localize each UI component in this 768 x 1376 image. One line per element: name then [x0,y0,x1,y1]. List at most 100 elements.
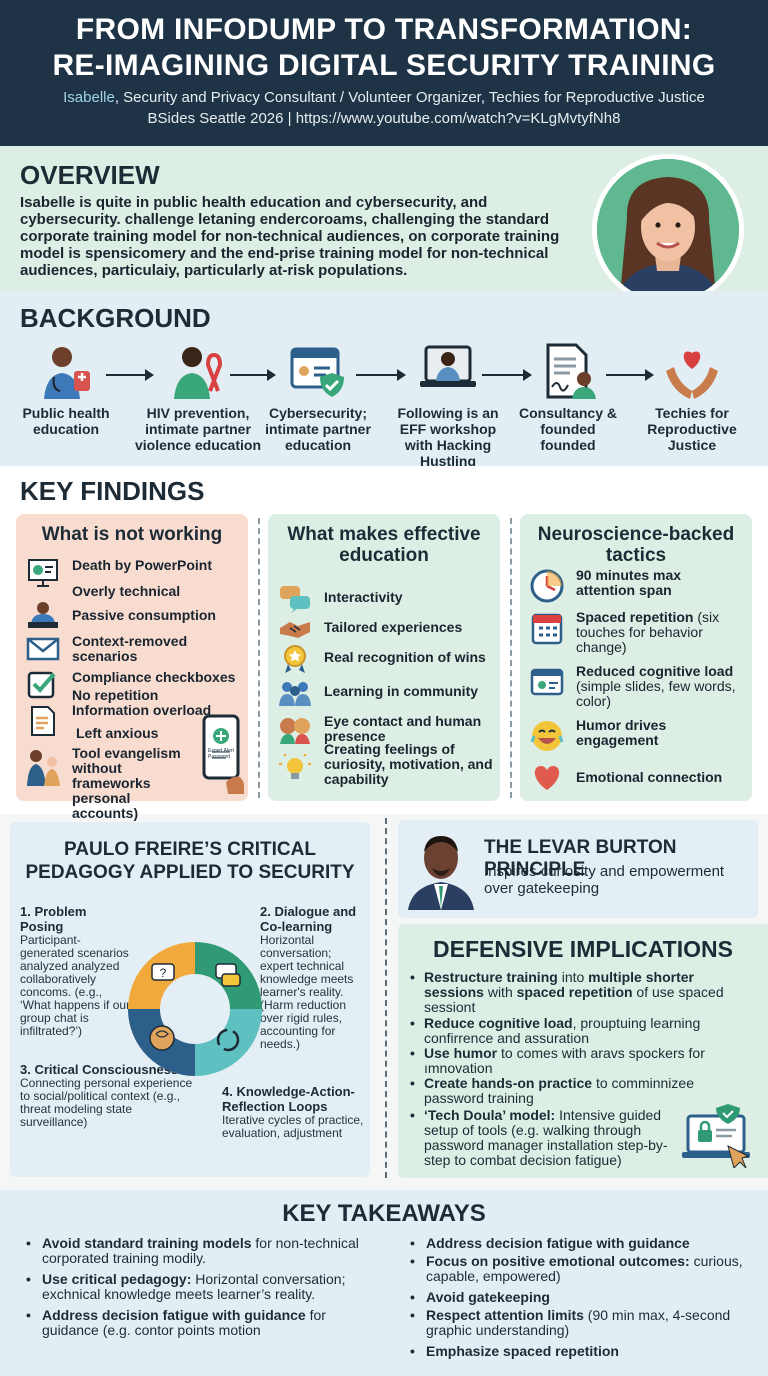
step-title: 1. Problem Posing [20,904,87,934]
step-title: 2. Dialogue and Co-learning [260,904,357,934]
tactic-note: (simple slides, few words, color) [576,678,736,709]
list-item: Humor drives engagement [530,718,726,754]
takeaways-title: KEY TAKEAWAYS [282,1200,486,1227]
tactic-note: (six touches for behavior change) [576,609,720,655]
calendar-icon [530,610,564,646]
card-title: What makes effective education [287,524,481,566]
item-bold: Address decision fatigue with guidance [426,1235,690,1251]
event-line: BSides Seattle 2026 | https://www.youtub… [147,110,621,127]
item-text: Passive consumption [72,607,216,623]
findings-heading: KEY FINDINGS [20,476,205,506]
step-label: Techies for Reproductive Justice [647,405,737,453]
item-text: Interactivity [324,589,403,605]
list-item: Avoid standard training models for non-t… [26,1236,376,1266]
item-bold: Respect attention limits [426,1307,584,1323]
item-text: (90 min max, 4-second graphic understand… [426,1307,731,1338]
item-text: Real recognition of wins [324,649,486,665]
item-bold: spaced repetition [516,984,633,1000]
step-desc: Iterative cycles of practice, evaluation… [222,1113,364,1140]
item-bold: Focus on positive emotional outcomes: [426,1253,690,1269]
speaker-role: , Security and Privacy Consultant / Volu… [114,89,705,106]
levar-burton-panel: THE LEVAR BURTON PRINCIPLE Inspires curi… [398,820,758,918]
clock-icon [530,568,564,604]
levar-title: THE LEVAR BURTON PRINCIPLE [484,837,677,880]
award-medal-icon [278,644,312,674]
neuroscience-card: Neuroscience-backed tactics 90 minutes m… [520,514,752,801]
overview-body: Isabelle is quite in public health educa… [20,194,560,279]
list-item: Address decision fatigue with guidance [410,1235,750,1252]
heart-icon [530,762,564,792]
laptop-presenter-icon [418,341,478,401]
overview-section: OVERVIEW Isabelle is quite in public hea… [0,146,768,306]
item-text: with [483,984,517,1000]
item-bold: Emphasize spaced repetition [426,1343,619,1359]
section-divider [385,818,387,1178]
handshake-icon [278,614,312,644]
laughing-face-icon [530,718,564,754]
brain-head-icon [149,1025,175,1051]
list-item: Address decision fatigue with guidance f… [26,1308,376,1338]
presentation-board-icon [26,558,60,588]
list-item: Spaced repetition (six touches for behav… [530,610,742,655]
flow-arrow [230,369,276,381]
item-text: into [557,969,589,985]
pedagogy-cycle-diagram: ? [128,942,262,1076]
item-compliance: Compliance checkboxes [72,669,236,685]
list-item: Reduced cognitive load (simple slides, f… [530,664,742,709]
faces-icon [278,714,312,744]
header-banner: FROM INFODUMP TO TRANSFORMATION: RE-IMAG… [0,0,768,146]
item-text: for guidance (e.g. contor points motion [42,1307,326,1338]
item-text: Learning in community [324,683,479,699]
group-people-icon [278,678,312,708]
document-icon [26,706,60,736]
item-bold: Use humor [424,1045,498,1061]
defensive-implications-panel: DEFENSIVE IMPLICATIONS Restructure train… [398,924,768,1178]
lightbulb-icon [278,753,312,784]
checkbox-icon [26,670,60,700]
list-item: Interactivity [278,584,403,614]
list-item: Avoid gatekeeping [410,1289,750,1306]
step-desc: Connecting personal experience to social… [20,1076,193,1129]
title-line-1: FROM INFODUMP TO TRANSFORMATION: [75,13,693,46]
step-label: HIV prevention, intimate partner violenc… [134,405,262,453]
item-bold: Avoid gatekeeping [426,1289,550,1305]
signed-document-icon [538,341,598,401]
item-bold: ‘Tech Doula’ model: [424,1107,556,1123]
step-label: Consultancy & founded founded [518,405,617,453]
step-desc: Participant-generated scenarios analyzed… [20,933,131,1038]
item-text: Tool evangelism without frameworks perso… [72,745,181,821]
list-item: Focus on positive emotional outcomes: cu… [410,1254,750,1284]
background-step: Following is an EFF workshop with Hackin… [384,341,512,469]
item-bold: multiple shorter sessions [424,969,694,1000]
column-divider [510,518,512,798]
item-text: Tailored experiences [324,619,463,635]
item-text: Death by PowerPoint [72,557,213,573]
background-step: Cybersecurity; intimate partner educatio… [262,341,374,453]
step-label: Cybersecurity; intimate partner educatio… [265,405,371,453]
flow-arrow [356,369,406,381]
background-step: Techies for Reproductive Justice [636,341,748,453]
question-bubble-icon: ? [151,963,175,981]
phone-alert-icon: Expert Alert Password [200,712,246,794]
item-bold: Create hands-on practice [424,1075,593,1091]
background-step: Public health education [8,341,124,437]
title-line-2: RE-IMAGINING DIGITAL SECURITY TRAINING [52,49,716,82]
phone-caption: Expert Alert Password [208,748,234,760]
freire-step-1: 1. Problem Posing Participant-generated … [20,904,132,1038]
speaker-portrait [592,154,744,306]
speaker-name: Isabelle [63,89,115,106]
background-heading: BACKGROUND [20,303,211,333]
defensive-title: DEFENSIVE IMPLICATIONS [433,936,733,962]
tactic-bold: Emotional connection [576,769,723,785]
item-text: Context-removed scenarios [72,633,188,664]
tactic-bold: 90 minutes max attention span [576,567,682,598]
health-worker-icon [36,341,96,401]
effective-education-card: What makes effective education Interacti… [268,514,500,801]
list-item: Real recognition of wins [278,644,486,674]
item-text: Creating feelings of curiosity, motivati… [324,741,493,787]
man-portrait [406,828,476,910]
hands-heart-icon [662,341,722,401]
speech-bubbles-icon [215,963,241,987]
item-text: Eye contact and human presence [324,713,482,744]
background-step: Consultancy & founded founded [512,341,624,453]
